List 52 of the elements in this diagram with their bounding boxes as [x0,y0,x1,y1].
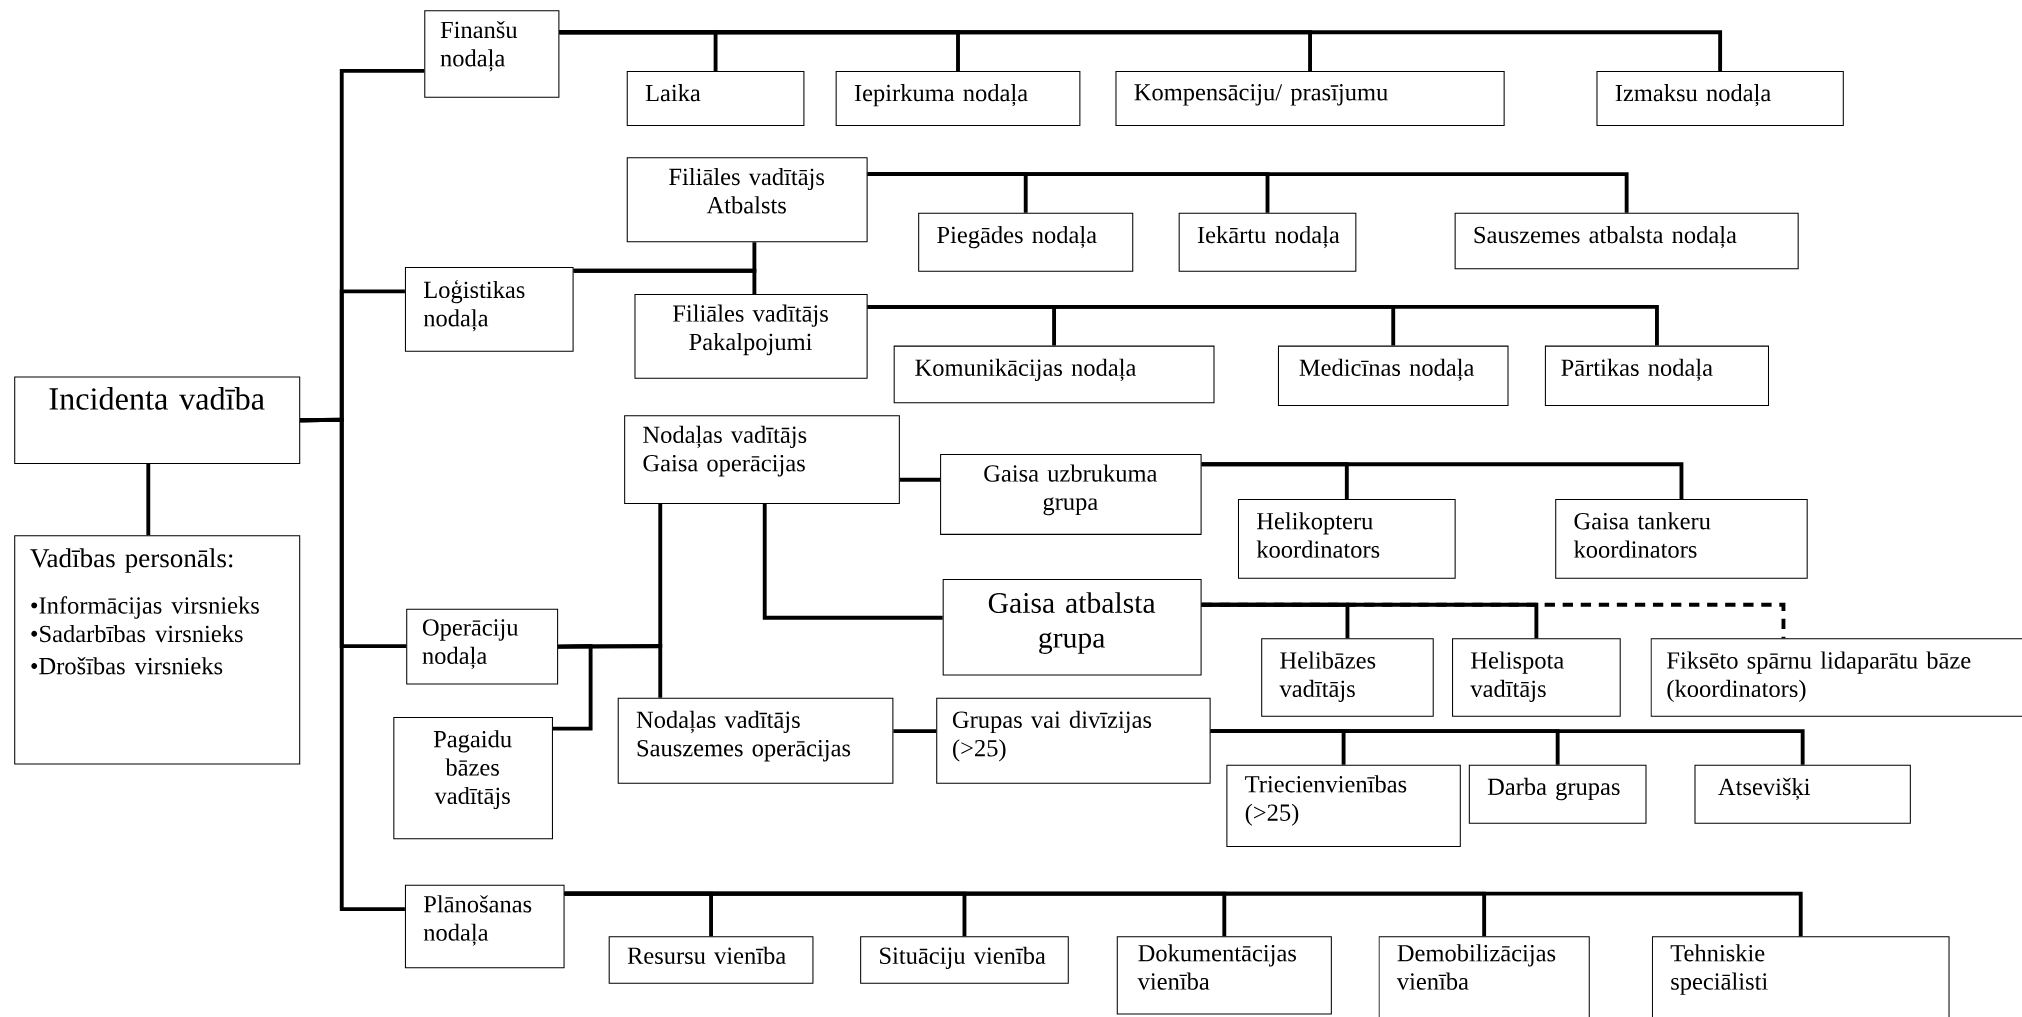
org-box: Pagaidu bāzes vadītājs [393,716,553,839]
org-box: Incidenta vadība [14,376,301,464]
org-box: Darba grupas [1468,764,1647,824]
connector-line [893,729,937,733]
org-box: Gaisa tankeru koordinators [1555,498,1808,579]
org-box: Finanšu nodaļa [424,10,560,98]
org-box: Piegādes nodaļa [918,212,1134,272]
org-box: Filiāles vadītājs Atbalsts [626,157,868,242]
org-box: Gaisa atbalsta grupa [942,578,1202,676]
connector-line [559,30,1723,71]
org-box: Resursu vienība [608,936,814,984]
org-box: Plānošanas nodaļa [404,884,565,968]
connector-line [564,891,1803,936]
connector-line [300,417,405,911]
connector-line [867,171,1629,213]
org-box: Komunikācijas nodaļa [893,345,1215,404]
org-box: Helikopteru koordinators [1237,498,1456,579]
org-box: Fiksēto spārnu lidaparātu bāze (koordinators) [1650,638,2022,717]
org-box: Vadības personāls: •Informācijas virsnieks •Sadarbības virsnieks •Drošības virsnieks [14,534,301,765]
connector-line [1201,462,1684,499]
org-box: Situāciju vienība [860,936,1069,984]
org-box: Sauszemes atbalsta nodaļa [1454,212,1799,270]
org-box: Iepirkuma nodaļa [835,70,1081,126]
org-box: Kompensāciju/ prasījumu [1115,70,1505,126]
org-box: Grupas vai divīzijas (>25) [936,697,1211,784]
org-box: Dokumentācijas vienība [1116,936,1332,1015]
org-box: Nodaļas vadītājs Sauszemes operācijas [617,697,894,784]
org-box: Atsevišķi [1694,764,1911,824]
connector-line [146,463,151,535]
connector-line [558,643,663,698]
org-box: Triecienvienības (>25) [1226,764,1461,847]
org-box: Iekārtu nodaļa [1178,212,1357,272]
org-box: Nodaļas vadītājs Gaisa operācijas [624,415,900,504]
connector-line [762,503,943,620]
org-box: Demobilizācijas vienība [1378,936,1590,1017]
org-box: Laika [626,70,805,126]
org-box: Filiāles vadītājs Pakalpojumi [634,293,868,379]
connector-line [573,268,757,294]
org-box: Pārtikas nodaļa [1544,345,1769,406]
connector-line [552,643,593,731]
org-box: Tehniskie speciālisti [1651,936,1950,1017]
org-box: Operāciju nodaļa [406,608,559,685]
connector-line [1210,729,1805,765]
connector-line [867,304,1659,346]
org-box: Izmaksu nodaļa [1596,70,1844,126]
org-box: Gaisa uzbrukuma grupa [940,453,1202,535]
org-box: Helispota vadītājs [1452,638,1621,717]
org-box: Helibāzes vadītājs [1261,638,1434,717]
org-box: Medicīnas nodaļa [1277,345,1509,406]
org-box: Loģistikas nodaļa [404,266,574,352]
connector-line [899,477,941,482]
connector-line [1201,602,1539,639]
